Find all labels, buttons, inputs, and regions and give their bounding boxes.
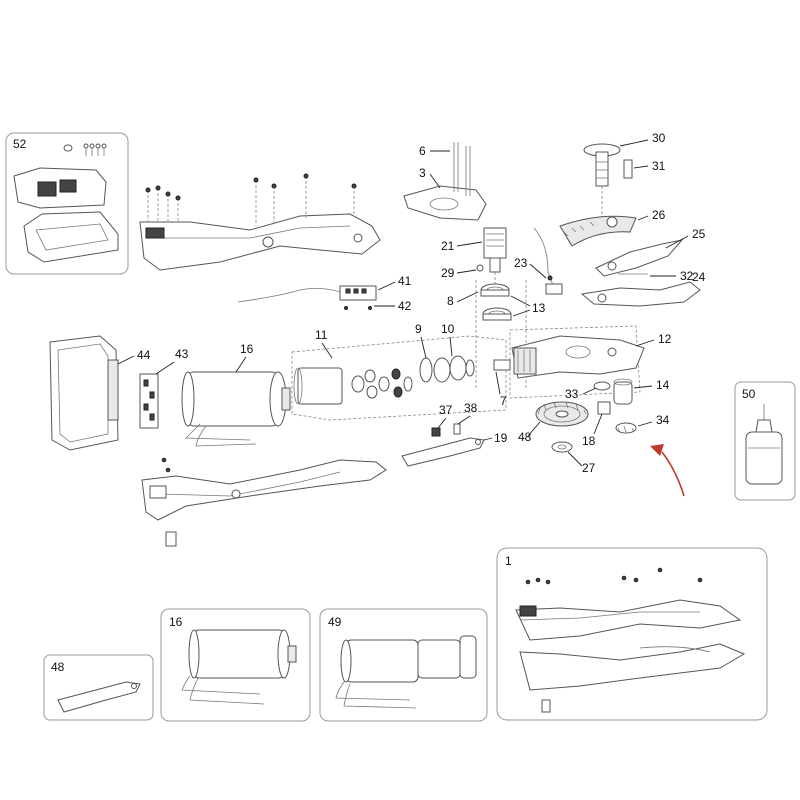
callout-16-main: 16 (240, 342, 254, 356)
part-11-gearbox: 11 9 10 (291, 322, 507, 421)
callout-19: 27 (582, 461, 596, 475)
callout-41: 41 (398, 274, 412, 288)
callout-30: 30 (652, 131, 666, 145)
callout-48-inset: 48 (51, 660, 65, 674)
callout-48-visible: 19 (494, 431, 508, 445)
lower-handle-housing (141, 457, 387, 547)
part-3-cover: 6 3 (403, 142, 487, 221)
callout-52: 52 (13, 137, 27, 151)
callout-49: 49 (328, 615, 342, 629)
annotation-arrow (650, 444, 685, 497)
callout-1: 1 (505, 554, 512, 568)
callout-25: 25 (692, 227, 706, 241)
housing-screws (145, 173, 357, 226)
callout-21: 21 (441, 239, 455, 253)
inset-box-1: 1 (496, 547, 768, 721)
callout-42: 42 (398, 299, 412, 313)
inset-box-52: 52 (5, 132, 129, 275)
part-33-14-34-27: 33 14 18 34 (565, 378, 670, 448)
part-21-pinion: 21 29 (441, 227, 507, 288)
callout-16-inset: 16 (169, 615, 183, 629)
callout-6: 6 (419, 144, 426, 158)
part-43-control-board: 43 (139, 347, 189, 429)
callout-23: 23 (514, 256, 528, 270)
part-24-lower-blade: 32 24 (580, 269, 701, 307)
part-23-sensor: 23 (514, 227, 563, 295)
part-25-blade: 25 (595, 227, 706, 277)
callout-18: 48 (518, 430, 532, 444)
upper-handle-housing (139, 173, 381, 271)
callout-10: 10 (441, 322, 455, 336)
callout-34: 18 (582, 434, 596, 448)
callout-37: 37 (439, 403, 453, 417)
callout-29: 29 (441, 266, 455, 280)
callout-27: 34 (656, 413, 670, 427)
callout-38: 38 (464, 401, 478, 415)
callout-11: 11 (315, 328, 328, 342)
callout-9: 9 (415, 322, 422, 336)
part-12-head-housing: 12 7 (493, 325, 672, 408)
callout-3: 3 (419, 166, 426, 180)
callout-12: 12 (658, 332, 672, 346)
callout-33: 33 (565, 387, 579, 401)
callout-8: 8 (447, 294, 454, 308)
callout-44: 44 (137, 348, 151, 362)
callout-50: 50 (742, 387, 756, 401)
callout-31: 31 (652, 159, 666, 173)
callout-26: 26 (652, 208, 666, 222)
part-30-pivot-bolt: 30 31 (583, 131, 666, 222)
callout-13: 13 (532, 301, 546, 315)
inset-box-49: 49 (319, 608, 488, 722)
inset-box-48: 48 (43, 654, 154, 721)
part-41-pcb: 41 42 (237, 274, 412, 313)
callout-43: 43 (175, 347, 189, 361)
part-44-battery: 44 (49, 335, 151, 451)
part-18-bevel-gear: 48 27 (518, 401, 596, 475)
part-16-motor: 16 (181, 342, 291, 447)
part-26-gear-segment: 26 (559, 208, 666, 247)
inset-box-16: 16 (160, 608, 311, 722)
callout-14: 14 (656, 378, 670, 392)
part-37-38-48-lever: 37 38 48 1 16 (401, 401, 485, 467)
screw-set (83, 143, 107, 156)
callout-32: 32 (680, 269, 694, 283)
callout-7: 7 (500, 394, 507, 408)
inset-box-50: 50 (734, 381, 796, 501)
callout-24-visible: 24 (692, 270, 706, 284)
